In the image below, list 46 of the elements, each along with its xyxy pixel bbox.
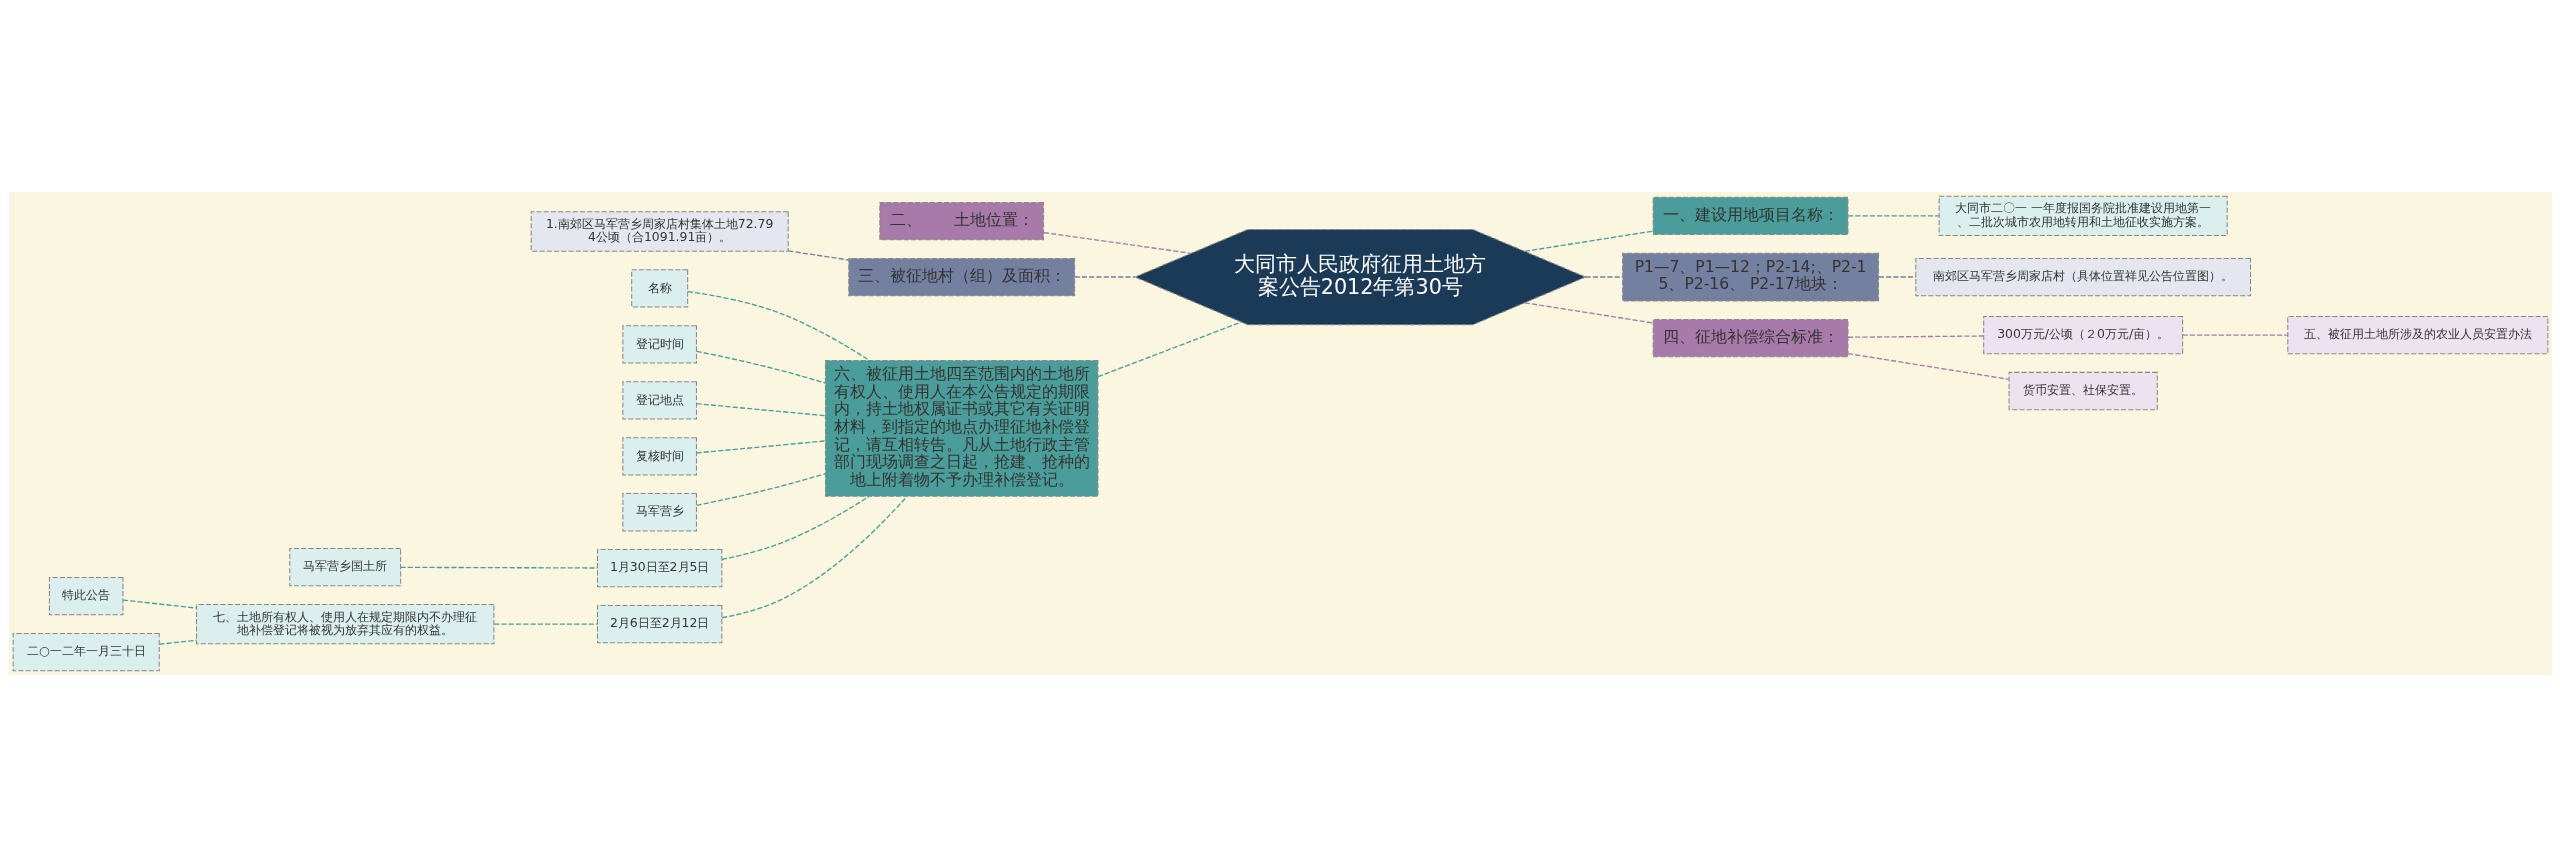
connector <box>695 472 826 506</box>
connector <box>787 250 849 261</box>
connector <box>1073 276 1136 278</box>
node-box: 五、被征用土地所涉及的农业人员安置办法 <box>2286 315 2548 355</box>
connector <box>695 440 826 454</box>
node-box: P1—7、P1—12；P2-14;、P2-15、P2-16、 P2-17地块： <box>1621 252 1879 302</box>
node-box: 货币安置、社保安置。 <box>2008 371 2158 411</box>
node-box: 1.南郊区马军营乡周家店村集体土地72.794公顷（合1091.91亩）。 <box>530 211 789 252</box>
node-box: 三、被征地村（组）及面积： <box>847 257 1075 297</box>
connector <box>1523 230 1654 252</box>
node-box: 南郊区马军营乡周家店村（具体位置祥见公告位置图）。 <box>1914 257 2251 297</box>
node-box: 六、被征用土地四至范围内的土地所有权人、使用人在本公告规定的期限内，持土地权属证书或其它有关证明材料，到指定的地点办理征地补偿登记，请互相转告。凡从土地行政主管部门现场调查之日起，抢建、抢种的地上附着物不予办理补偿登记。 <box>824 359 1098 497</box>
node-box: 一、建设用地项目名称： <box>1652 196 1848 236</box>
connector <box>1096 321 1242 378</box>
connector <box>720 495 907 619</box>
node-box: 名称 <box>630 269 688 308</box>
node-box: 300万元/公顷（２0万元/亩）。 <box>1982 315 2183 355</box>
connector <box>1846 215 1940 217</box>
connector <box>158 639 197 645</box>
node-box: 大同市二〇一 一年度报国务院批准建设用地第一、二批次城市农用地转用和土地征收实施方案。 <box>1938 195 2228 237</box>
connector <box>1523 302 1654 324</box>
connector <box>720 495 870 561</box>
connector <box>122 599 197 609</box>
connector <box>399 566 598 569</box>
node-box: 登记时间 <box>621 325 697 364</box>
node-box: 马军营乡国土所 <box>288 548 401 587</box>
connector <box>1846 335 1984 338</box>
connector <box>695 403 826 417</box>
connector <box>1846 352 2010 380</box>
node-box: 马军营乡 <box>621 493 697 532</box>
node-box: 登记地点 <box>621 381 697 420</box>
node-box: 2月6日至2月12日 <box>596 604 722 644</box>
node-box: 二○一二年一月三十日 <box>12 632 160 672</box>
connector <box>493 623 598 625</box>
node-box: 四、征地补偿综合标准： <box>1652 319 1848 358</box>
connector <box>695 350 826 384</box>
connector <box>686 290 870 361</box>
connector <box>1042 231 1192 254</box>
node-box: 特此公告 <box>48 577 123 616</box>
node-box: 复核时间 <box>621 437 697 476</box>
connector <box>1877 276 1916 278</box>
node-box: 七、土地所有权人、使用人在规定期限内不办理征地补偿登记将被视为放弃其应有的权益。 <box>195 603 494 645</box>
node-box: 1月30日至2月5日 <box>596 549 722 588</box>
connector <box>2181 334 2288 336</box>
connector <box>1584 276 1623 278</box>
node-box: 二、 土地位置： <box>878 201 1044 241</box>
